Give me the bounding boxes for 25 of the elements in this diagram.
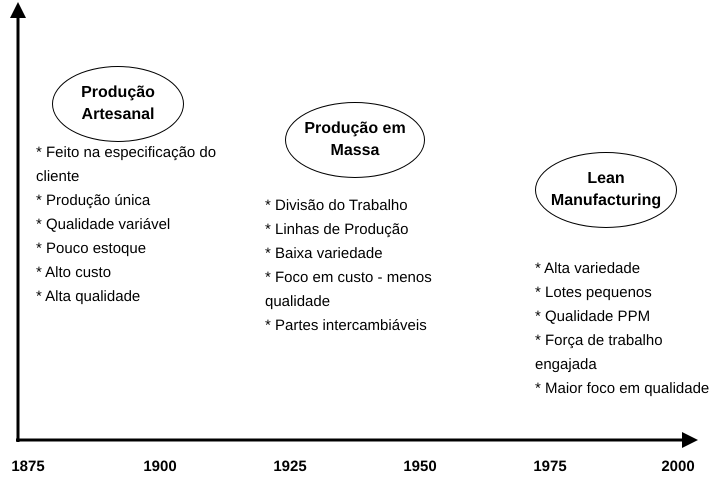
bullet-item: * Lotes pequenos	[535, 283, 653, 303]
year-label: 2000	[661, 457, 695, 477]
bullet-item: * Partes intercambiáveis	[265, 316, 428, 336]
bullet-item: * Alta variedade	[535, 259, 642, 279]
year-label: 1875	[11, 457, 45, 477]
bullet-item: * Baixa variedade	[265, 244, 384, 264]
year-label: 1950	[403, 457, 437, 477]
bullet-item: * Força de trabalho engajada	[535, 331, 664, 375]
bullet-item: * Alta qualidade	[36, 287, 142, 307]
era-title: Produção Artesanal	[80, 83, 156, 125]
bullet-item: * Divisão do Trabalho	[265, 196, 409, 216]
year-label: 1900	[143, 457, 177, 477]
year-label: 1925	[273, 457, 307, 477]
era-title: Lean Manufacturing	[550, 169, 662, 211]
bullet-item: * Produção única	[36, 191, 152, 211]
year-label: 1975	[533, 457, 567, 477]
bullet-item: * Qualidade PPM	[535, 307, 652, 327]
bullet-item: * Foco em custo - menos qualidade	[265, 268, 433, 312]
bullet-item: * Qualidade variável	[36, 215, 172, 235]
bullet-item: * Pouco estoque	[36, 239, 148, 259]
bullet-item: * Alto custo	[36, 263, 112, 283]
bullet-item: * Feito na especificação do cliente	[36, 143, 218, 187]
bullet-item: * Maior foco em qualidade	[535, 379, 710, 399]
bullet-item: * Linhas de Produção	[265, 220, 410, 240]
era-title: Produção em Massa	[303, 119, 407, 161]
